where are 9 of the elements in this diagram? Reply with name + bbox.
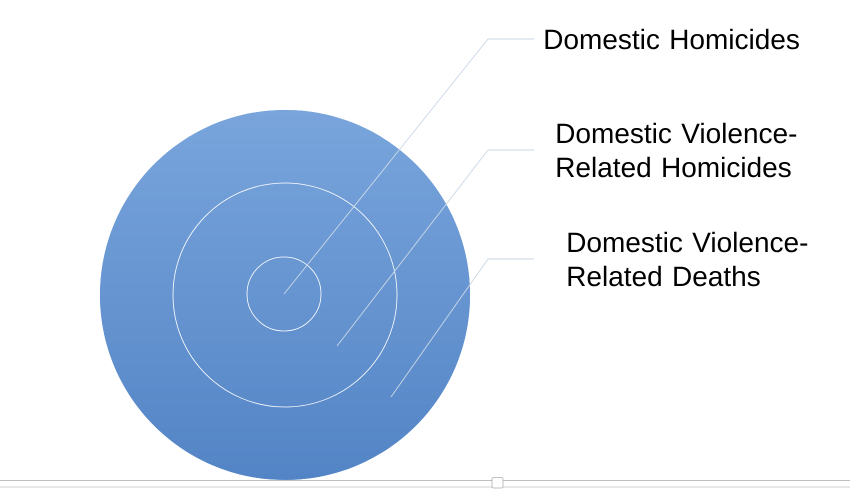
- inner-circle: [246, 256, 322, 332]
- label-text: Domestic Violence-Related Deaths: [568, 232, 808, 286]
- leader-line: [390, 258, 534, 398]
- label-text: Domestic Violence-Related Homicides: [558, 122, 796, 178]
- outer-circle: [100, 110, 470, 480]
- label-text: Domestic Homicides: [546, 28, 799, 50]
- leader-line: [336, 150, 534, 346]
- middle-ring: [172, 182, 398, 408]
- leader-line: [284, 38, 534, 294]
